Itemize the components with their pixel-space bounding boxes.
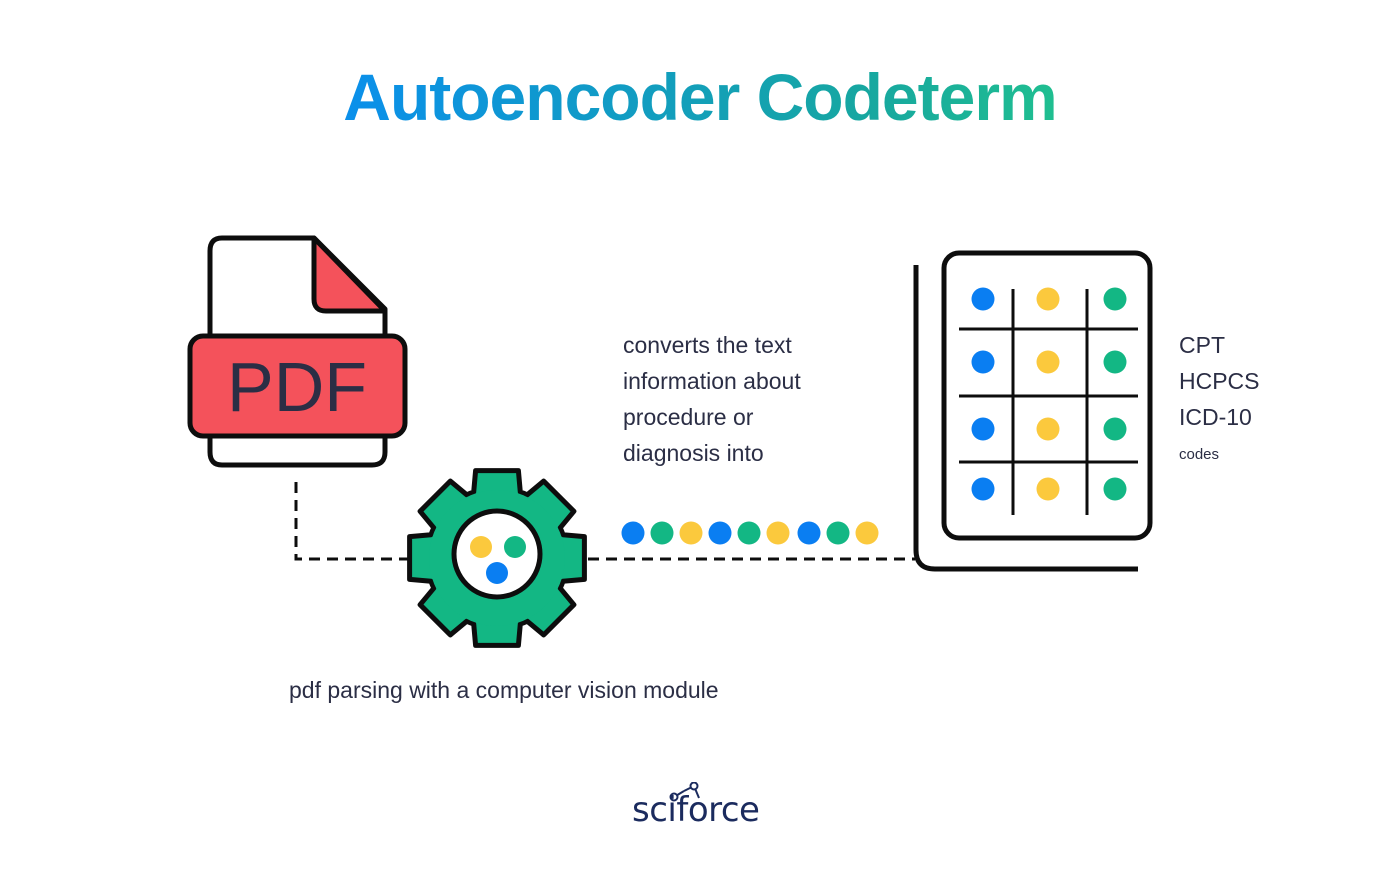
table-cell-dot: [1036, 417, 1060, 441]
encoded-dot: [621, 521, 645, 545]
code-type-icd10: ICD-10: [1179, 404, 1252, 430]
encoded-dot: [679, 521, 703, 545]
conversion-description: converts the text information about proc…: [623, 327, 801, 471]
encoded-dot: [797, 521, 821, 545]
encoded-dot: [766, 521, 790, 545]
encoded-dots: [621, 521, 879, 545]
logo-network-icon: [669, 782, 700, 802]
code-type-hcpcs: HCPCS: [1179, 368, 1260, 394]
pdf-file-icon: PDF: [187, 235, 408, 468]
table-cell-dot: [971, 417, 995, 441]
table-cell-dot: [1103, 417, 1127, 441]
sciforce-logo: sciforce: [632, 782, 772, 832]
encoded-dot: [737, 521, 761, 545]
table-cell-dot: [971, 287, 995, 311]
description-line: procedure or: [623, 404, 754, 430]
description-line: information about: [623, 368, 801, 394]
description-line: diagnosis into: [623, 440, 764, 466]
table-cell-dot: [1036, 287, 1060, 311]
gear-icon: [407, 468, 587, 648]
encoded-dot: [708, 521, 732, 545]
encoded-dot: [650, 521, 674, 545]
codes-label: codes: [1179, 446, 1220, 463]
table-cell-dot: [971, 477, 995, 501]
encoded-dot: [855, 521, 879, 545]
table-cell-dot: [1103, 287, 1127, 311]
logo-text: sciforce: [632, 790, 760, 830]
code-type-list: CPT HCPCS ICD-10 codes: [1179, 327, 1260, 475]
description-line: converts the text: [623, 332, 792, 358]
encoded-dot: [826, 521, 850, 545]
table-cell-dot: [971, 350, 995, 374]
dashed-connector: [294, 482, 915, 561]
table-cell-dot: [1036, 477, 1060, 501]
pdf-label: PDF: [227, 348, 367, 426]
code-table-icon: [913, 250, 1153, 572]
table-cell-dot: [1036, 350, 1060, 374]
table-cell-dot: [1103, 350, 1127, 374]
parsing-caption: pdf parsing with a computer vision modul…: [289, 677, 719, 703]
code-type-cpt: CPT: [1179, 332, 1225, 358]
table-cell-dot: [1103, 477, 1127, 501]
